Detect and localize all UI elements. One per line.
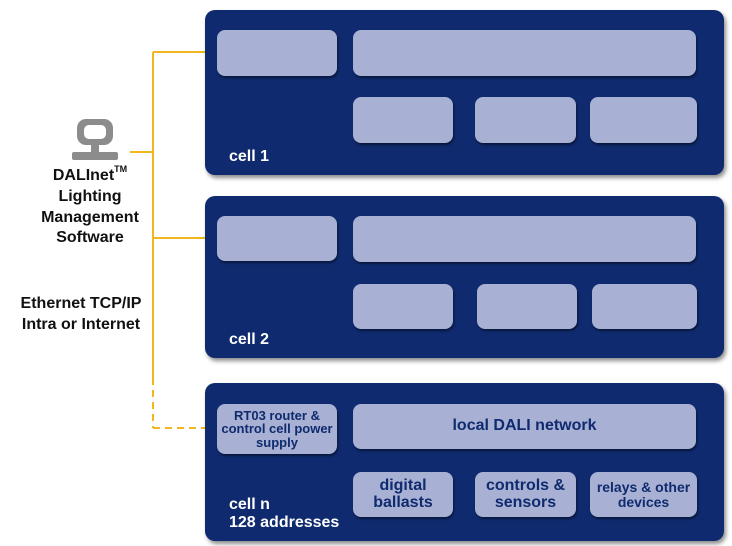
cell-label: cell n 128 addresses: [229, 496, 339, 531]
device-box: [590, 97, 697, 143]
software-line-4: Software: [56, 229, 124, 247]
device-box-relays: relays & other devices: [590, 472, 697, 517]
software-name: DALInet: [52, 167, 115, 184]
cell-n-label: cell n: [229, 496, 270, 513]
network-line-1: Ethernet TCP/IP: [20, 295, 142, 312]
local-network-box: [353, 30, 696, 76]
cell-label: cell 1: [229, 148, 270, 165]
network-label: Ethernet TCP/IP Intra or Internet: [0, 294, 162, 336]
cell-panel-n: RT03 router & control cell power supply …: [205, 383, 724, 541]
device-label: relays & other devices: [596, 478, 691, 510]
network-line-2: Intra or Internet: [21, 315, 141, 333]
computer-monitor-icon: [72, 119, 118, 160]
router-box: RT03 router & control cell power supply: [217, 404, 337, 454]
device-box: [477, 284, 577, 329]
trademark-mark: TM: [114, 164, 128, 174]
router-box: [217, 30, 337, 76]
local-network-box: [353, 216, 696, 262]
device-label: digital ballasts: [373, 476, 433, 511]
cell-label: cell 2: [229, 331, 270, 348]
device-box-controls: controls & sensors: [475, 472, 576, 517]
cell-panel-1: cell 1: [205, 10, 724, 175]
router-label: RT03 router & control cell power supply: [221, 407, 333, 450]
software-name-line: DALInetTM: [10, 164, 170, 187]
software-label: DALInetTM Lighting Management Software: [10, 164, 170, 249]
software-line-2: Lighting: [58, 187, 122, 205]
software-line-3: Management: [41, 208, 139, 226]
device-label: controls & sensors: [485, 476, 566, 511]
cell-panel-2: cell 2: [205, 196, 724, 358]
device-box: [353, 97, 453, 143]
cell-n-addresses: 128 addresses: [229, 513, 340, 531]
device-box: [353, 284, 453, 329]
local-network-label: local DALI network: [452, 417, 597, 435]
device-box: [592, 284, 697, 329]
device-box-ballasts: digital ballasts: [353, 472, 453, 517]
local-network-box: local DALI network: [353, 404, 696, 449]
router-box: [217, 216, 337, 261]
device-box: [475, 97, 576, 143]
